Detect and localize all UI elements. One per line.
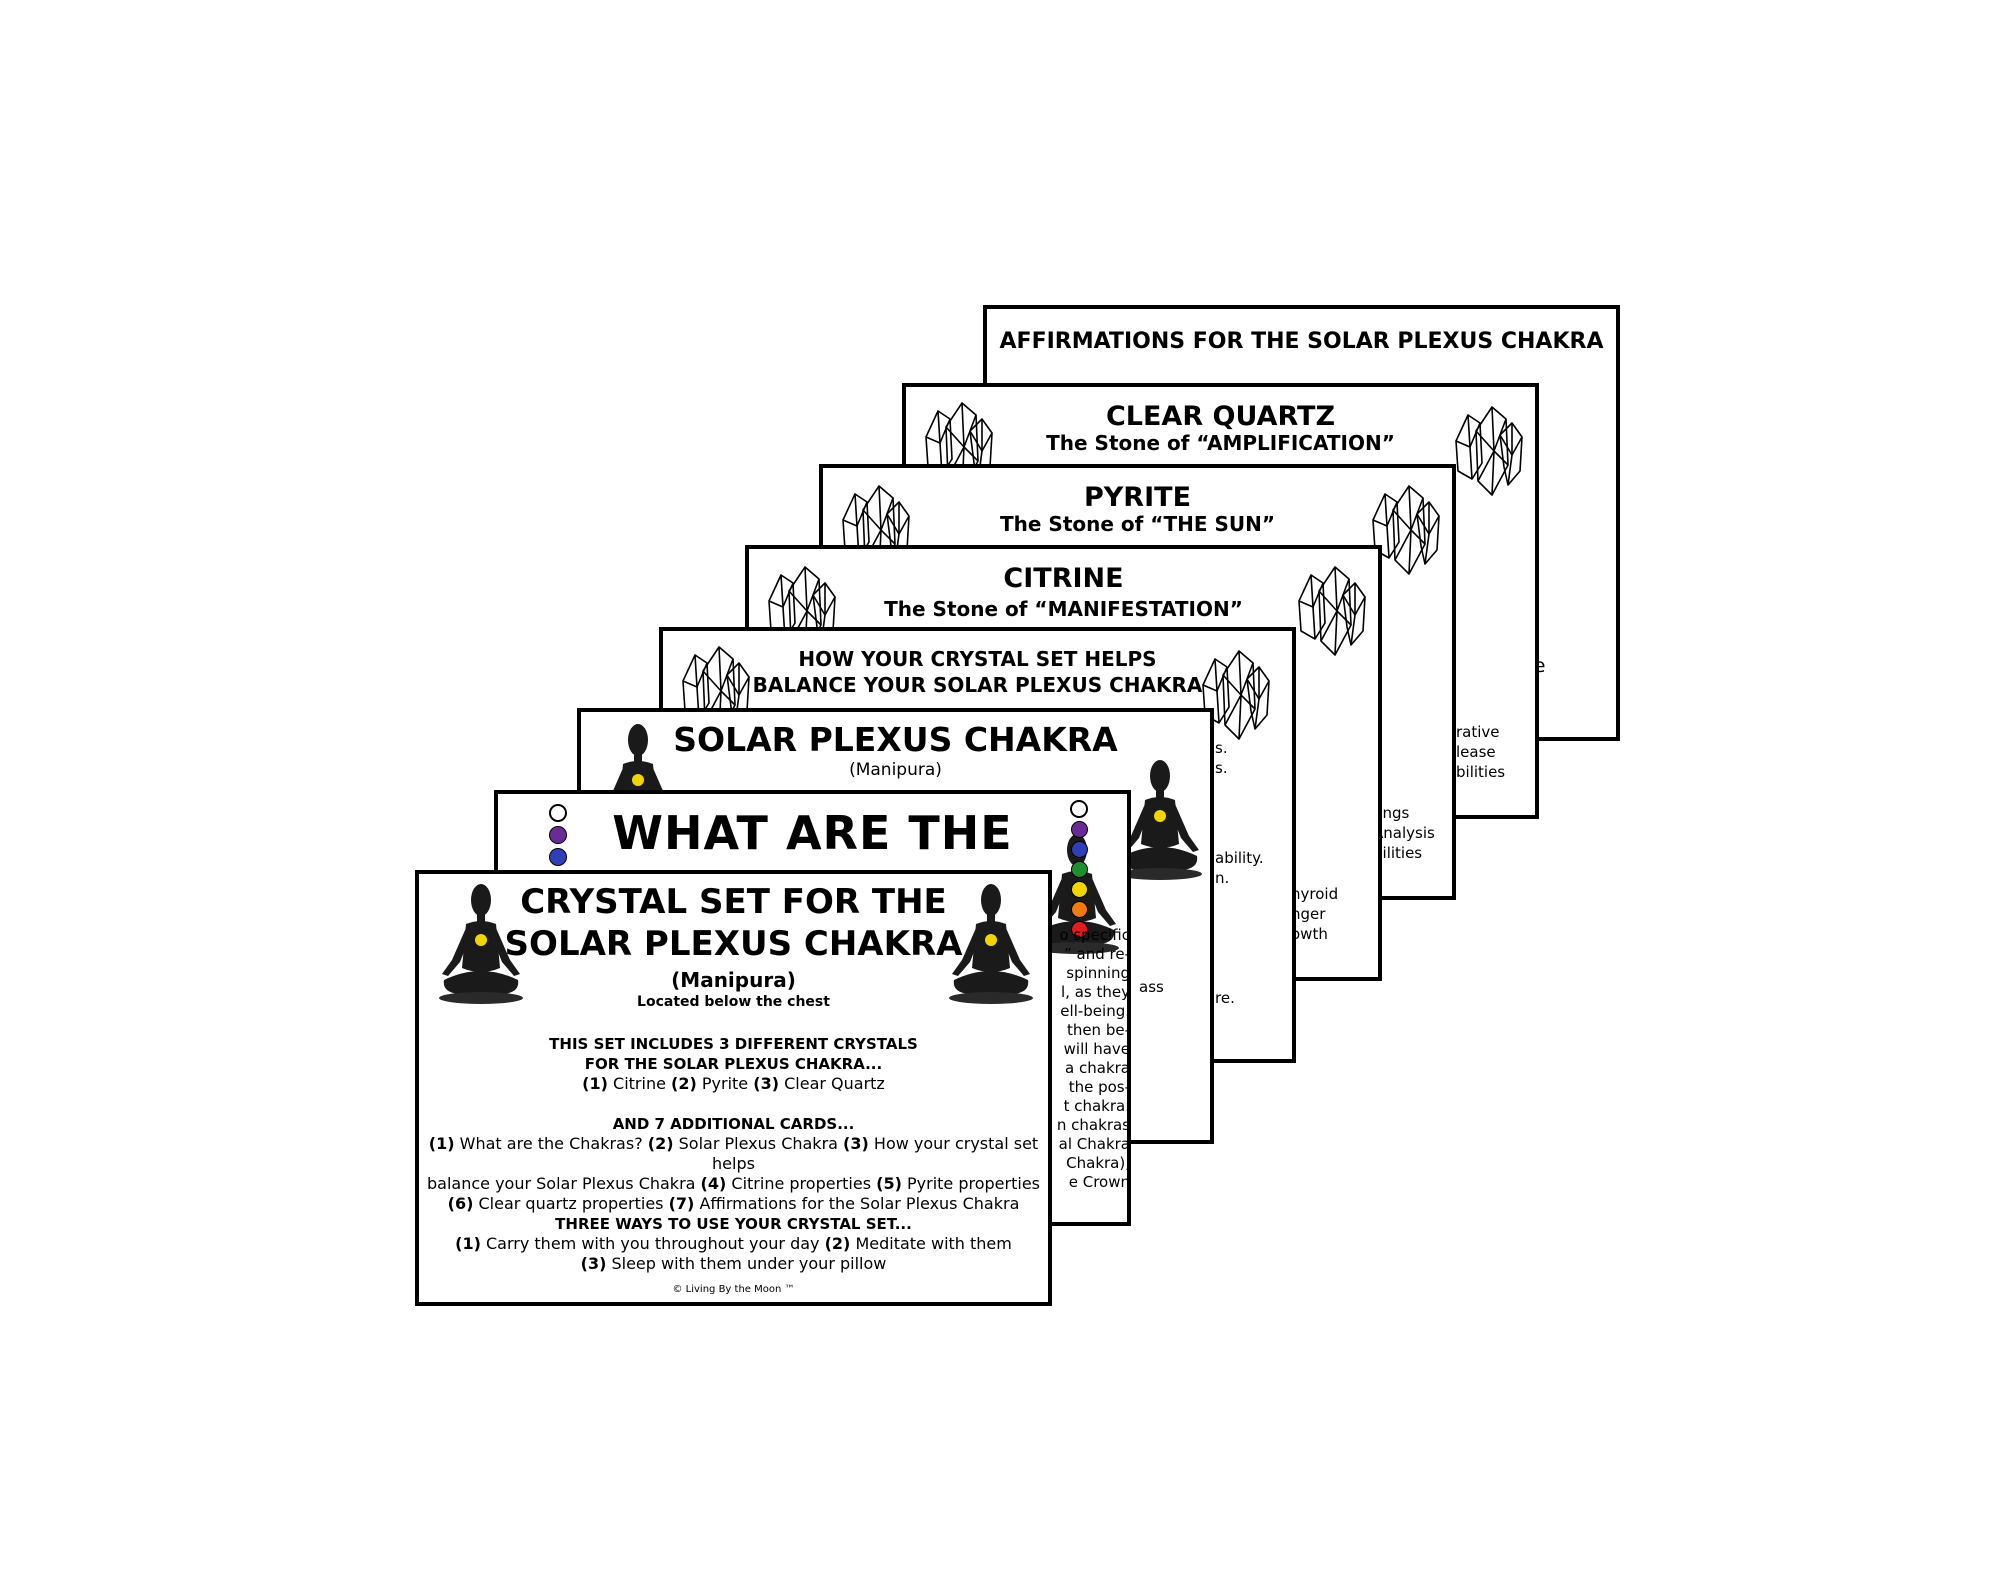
chakra-dot-icon — [1070, 841, 1088, 858]
card-subtitle: The Stone of “MANIFESTATION” — [884, 597, 1243, 621]
text-fragment: will have — [1063, 1040, 1130, 1058]
meditating-figure-icon — [591, 720, 685, 850]
text-fragment: nger — [1291, 905, 1326, 923]
chakra-dot-icon — [1070, 861, 1088, 878]
chakra-dot-icon — [1070, 921, 1088, 938]
card-title-line-1: HOW YOUR CRYSTAL SET HELPS — [798, 647, 1157, 671]
card-title-line-2: SOLAR PLEXUS CHAKRA — [504, 924, 963, 964]
card-subtitle: The Stone of “THE SUN” — [1000, 512, 1275, 536]
chakra-dot-icon — [549, 804, 567, 822]
body-fragments: o specific ” and re- spinning l, as they… — [1030, 926, 1130, 1192]
text-fragment: n chakras — [1056, 1116, 1130, 1134]
text-fragment: e Crown — [1068, 1173, 1130, 1191]
includes-section: THIS SET INCLUDES 3 DIFFERENT CRYSTALS F… — [419, 1034, 1048, 1094]
card-title: WHAT ARE THE — [612, 806, 1013, 860]
meditating-figure-icon — [941, 880, 1041, 1010]
meditating-figure-icon — [431, 880, 531, 1010]
text-fragment: a chakra — [1065, 1059, 1130, 1077]
cards-list-line-3: (6) Clear quartz properties (7) Affirmat… — [447, 1194, 1020, 1213]
text-fragment: n. — [1215, 869, 1230, 887]
text-fragment: ” and re- — [1063, 945, 1130, 963]
text-fragment: s. — [1215, 739, 1228, 757]
card-title: CLEAR QUARTZ — [1105, 401, 1336, 432]
card-subtitle: The Stone of “AMPLIFICATION” — [1046, 431, 1395, 455]
ways-heading: THREE WAYS TO USE YOUR CRYSTAL SET... — [555, 1215, 912, 1233]
text-fragment: spinning — [1066, 964, 1130, 982]
copyright-label: © Living By the Moon ™ — [672, 1284, 795, 1295]
text-fragment: s. — [1215, 759, 1228, 777]
text-fragment: owth — [1291, 925, 1328, 943]
includes-heading-1: THIS SET INCLUDES 3 DIFFERENT CRYSTALS — [549, 1035, 918, 1053]
text-fragment: bilities — [1373, 844, 1423, 862]
chakra-dot-icon — [1070, 901, 1088, 918]
cards-list-line-1: (1) What are the Chakras? (2) Solar Plex… — [428, 1134, 1039, 1173]
card-title-line-1: CRYSTAL SET FOR THE — [520, 882, 947, 922]
text-fragment: lease — [1456, 743, 1496, 761]
includes-heading-2: FOR THE SOLAR PLEXUS CHAKRA... — [584, 1055, 883, 1073]
text-fragment: ungs — [1373, 804, 1410, 822]
text-fragment: the pos- — [1068, 1078, 1130, 1096]
text-fragment: rative — [1456, 723, 1500, 741]
chakra-dot-icon — [549, 848, 567, 866]
text-fragment: Analysis — [1373, 824, 1435, 842]
chakra-dot-icon — [549, 826, 567, 844]
meditating-figure-icon — [1113, 756, 1207, 886]
location-label: Located below the chest — [637, 994, 830, 1010]
crystals-list: (1) Citrine (2) Pyrite (3) Clear Quartz — [582, 1074, 885, 1093]
text-fragment: hyroid — [1291, 885, 1339, 903]
cards-heading: AND 7 ADDITIONAL CARDS... — [612, 1115, 855, 1133]
chakra-dot-icon — [1070, 881, 1088, 898]
crystal-set-front-card: CRYSTAL SET FOR THE SOLAR PLEXUS CHAKRA … — [415, 870, 1052, 1306]
card-title: SOLAR PLEXUS CHAKRA — [673, 720, 1118, 759]
text-fragment: ass — [1139, 978, 1164, 996]
text-fragment: Chakra), — [1066, 1154, 1130, 1172]
card-title: PYRITE — [1083, 482, 1192, 513]
ways-line-2: (3) Sleep with them under your pillow — [580, 1254, 887, 1273]
text-fragment: t chakra. — [1063, 1097, 1130, 1115]
ways-line-1: (1) Carry them with you throughout your … — [455, 1234, 1012, 1253]
text-fragment: ability. — [1215, 849, 1264, 867]
ways-section: THREE WAYS TO USE YOUR CRYSTAL SET... (1… — [419, 1214, 1048, 1274]
cards-section: AND 7 ADDITIONAL CARDS... (1) What are t… — [419, 1114, 1048, 1214]
text-fragment: then be- — [1066, 1021, 1130, 1039]
card-subtitle: (Manipura) — [849, 760, 942, 780]
card-title: CITRINE — [1003, 563, 1124, 594]
text-fragment: o specific — [1059, 926, 1130, 944]
text-fragment: re. — [1215, 989, 1235, 1007]
text-fragment: al Chakra — [1058, 1135, 1130, 1153]
chakra-dot-icon — [1070, 800, 1088, 818]
card-title: AFFIRMATIONS FOR THE SOLAR PLEXUS CHAKRA — [999, 329, 1604, 354]
chakra-column — [1069, 800, 1089, 941]
text-fragment: bilities — [1456, 763, 1506, 781]
cards-list-line-2: balance your Solar Plexus Chakra (4) Cit… — [427, 1174, 1040, 1193]
manipura-label: (Manipura) — [671, 968, 796, 992]
chakra-dot-icon — [1070, 821, 1088, 838]
text-fragment: l, as they — [1061, 983, 1130, 1001]
card-title-line-2: BALANCE YOUR SOLAR PLEXUS CHAKRA — [752, 673, 1203, 697]
text-fragment: ell-being. — [1060, 1002, 1130, 1020]
